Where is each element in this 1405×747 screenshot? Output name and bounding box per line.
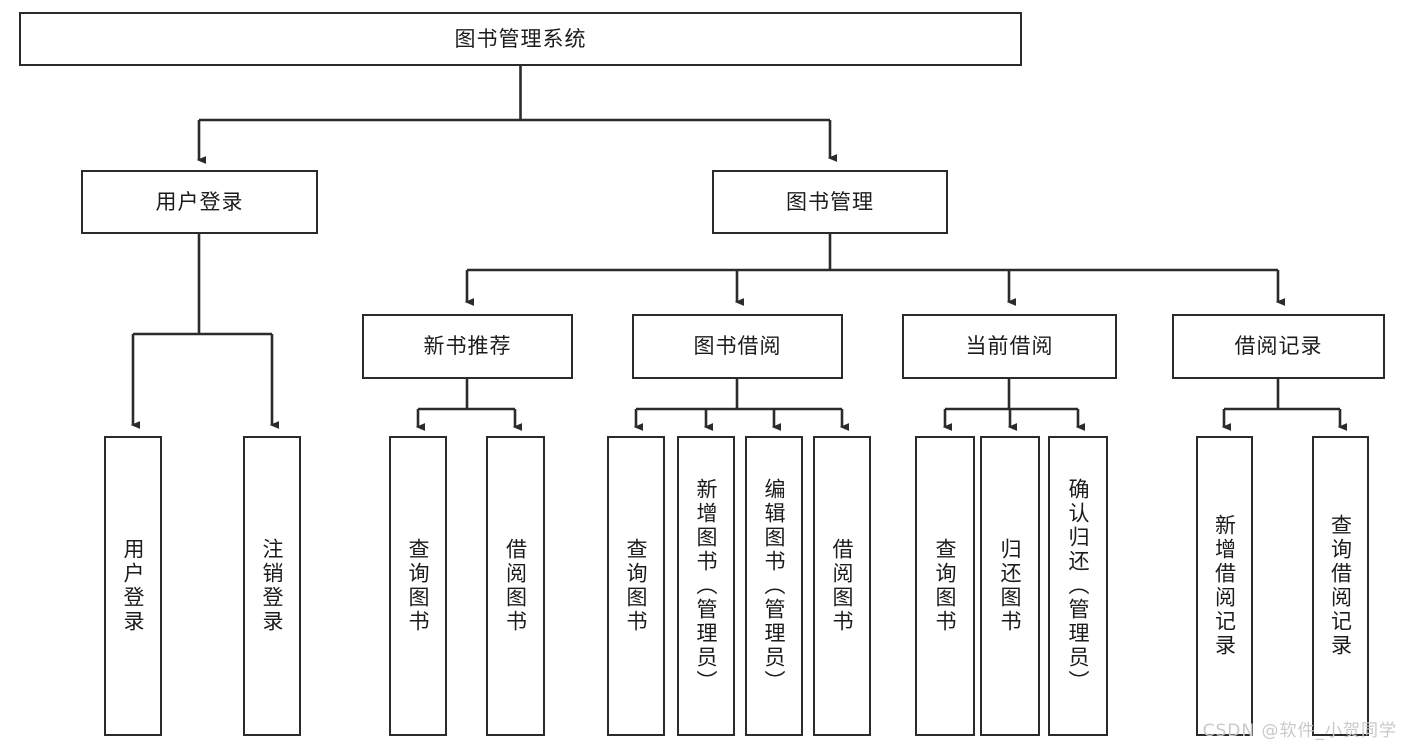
node-label: 查询图书 bbox=[933, 538, 958, 634]
node-leaf-add-book-admin[interactable]: 新增图书（管理员） bbox=[677, 436, 735, 736]
node-label: 注销登录 bbox=[260, 538, 285, 634]
node-user-login[interactable]: 用户登录 bbox=[81, 170, 318, 234]
node-label: 借阅记录 bbox=[1234, 334, 1323, 359]
node-label: 新增借阅记录 bbox=[1212, 514, 1237, 658]
node-label: 归还图书 bbox=[998, 538, 1023, 634]
node-borrow-record[interactable]: 借阅记录 bbox=[1172, 314, 1385, 379]
node-leaf-borrow-book-recommend[interactable]: 借阅图书 bbox=[486, 436, 545, 736]
node-label: 图书借阅 bbox=[693, 334, 782, 359]
node-leaf-edit-book-admin[interactable]: 编辑图书（管理员） bbox=[745, 436, 803, 736]
node-label: 查询借阅记录 bbox=[1328, 514, 1353, 658]
node-label: 用户登录 bbox=[155, 189, 244, 214]
node-leaf-return-book[interactable]: 归还图书 bbox=[980, 436, 1040, 736]
node-label: 新书推荐 bbox=[423, 334, 512, 359]
node-label: 当前借阅 bbox=[965, 334, 1054, 359]
node-leaf-query-borrow-record[interactable]: 查询借阅记录 bbox=[1312, 436, 1369, 736]
node-label: 查询图书 bbox=[406, 538, 431, 634]
node-leaf-add-borrow-record[interactable]: 新增借阅记录 bbox=[1196, 436, 1253, 736]
node-book-borrow[interactable]: 图书借阅 bbox=[632, 314, 843, 379]
node-leaf-query-book-recommend[interactable]: 查询图书 bbox=[389, 436, 447, 736]
node-label: 确认归还（管理员） bbox=[1066, 478, 1091, 694]
node-root-book-management-system[interactable]: 图书管理系统 bbox=[19, 12, 1022, 66]
node-label: 借阅图书 bbox=[830, 538, 855, 634]
node-leaf-logout-login[interactable]: 注销登录 bbox=[243, 436, 301, 736]
node-leaf-borrow-book-borrow[interactable]: 借阅图书 bbox=[813, 436, 871, 736]
node-label: 借阅图书 bbox=[503, 538, 528, 634]
watermark: CSDN @软件_小贺同学 bbox=[1202, 721, 1397, 741]
node-label: 图书管理系统 bbox=[454, 26, 587, 51]
node-leaf-confirm-return-admin[interactable]: 确认归还（管理员） bbox=[1048, 436, 1108, 736]
node-new-book-recommend[interactable]: 新书推荐 bbox=[362, 314, 573, 379]
node-book-management[interactable]: 图书管理 bbox=[712, 170, 948, 234]
node-label: 用户登录 bbox=[121, 538, 146, 634]
node-label: 新增图书（管理员） bbox=[694, 478, 719, 694]
node-label: 查询图书 bbox=[624, 538, 649, 634]
node-leaf-query-book-current[interactable]: 查询图书 bbox=[915, 436, 975, 736]
node-current-borrow[interactable]: 当前借阅 bbox=[902, 314, 1117, 379]
node-leaf-user-login[interactable]: 用户登录 bbox=[104, 436, 162, 736]
node-leaf-query-book-borrow[interactable]: 查询图书 bbox=[607, 436, 665, 736]
node-label: 编辑图书（管理员） bbox=[762, 478, 787, 694]
node-label: 图书管理 bbox=[786, 189, 874, 214]
